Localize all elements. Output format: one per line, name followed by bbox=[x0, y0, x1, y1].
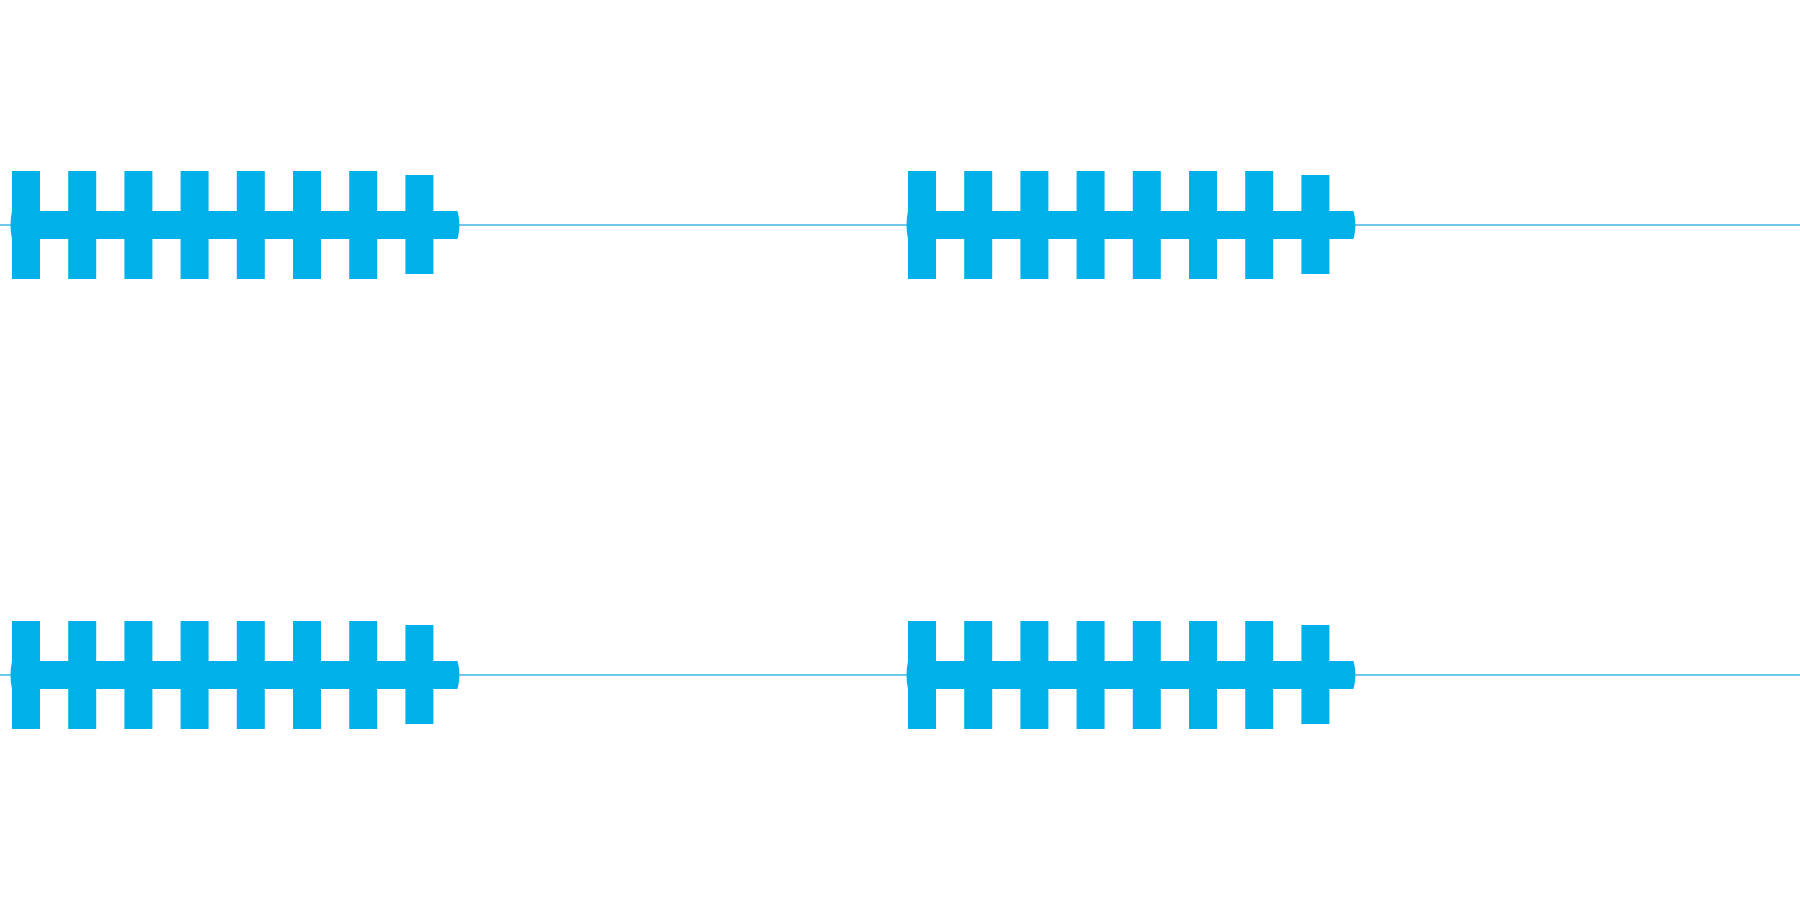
tick-mark bbox=[908, 621, 936, 729]
tick-mark bbox=[236, 621, 265, 729]
tick-mark bbox=[1189, 171, 1217, 279]
tick-mark bbox=[1301, 625, 1330, 724]
tick-mark bbox=[180, 171, 209, 279]
pattern-rows bbox=[0, 171, 1800, 729]
tick-mark bbox=[12, 171, 40, 279]
tick-mark bbox=[1076, 171, 1105, 279]
tick-group bbox=[906, 171, 1356, 279]
tick-bar bbox=[906, 661, 1356, 689]
tick-group bbox=[10, 621, 460, 729]
tick-mark bbox=[1301, 175, 1330, 274]
tick-mark bbox=[1020, 621, 1049, 729]
tick-mark bbox=[964, 171, 993, 279]
tick-group bbox=[906, 621, 1356, 729]
tick-mark bbox=[1020, 171, 1049, 279]
tick-mark bbox=[236, 171, 265, 279]
tick-mark bbox=[1189, 621, 1217, 729]
tick-mark bbox=[964, 621, 993, 729]
tick-bar bbox=[906, 211, 1356, 239]
tick-mark bbox=[1132, 171, 1161, 279]
tick-mark bbox=[68, 621, 97, 729]
pattern-row bbox=[0, 171, 1800, 279]
tick-bar bbox=[10, 211, 460, 239]
tick-mark bbox=[293, 171, 321, 279]
tick-mark bbox=[12, 621, 40, 729]
tick-group bbox=[10, 171, 460, 279]
tick-mark bbox=[405, 625, 434, 724]
tick-mark bbox=[124, 621, 153, 729]
tick-mark bbox=[349, 621, 378, 729]
tick-bar bbox=[10, 661, 460, 689]
tick-mark bbox=[908, 171, 936, 279]
tick-mark bbox=[1245, 621, 1274, 729]
tick-mark bbox=[293, 621, 321, 729]
pattern-row bbox=[0, 621, 1800, 729]
tick-mark bbox=[124, 171, 153, 279]
tick-mark bbox=[180, 621, 209, 729]
tick-mark bbox=[1076, 621, 1105, 729]
tick-mark bbox=[68, 171, 97, 279]
tick-mark bbox=[1245, 171, 1274, 279]
tick-mark bbox=[405, 175, 434, 274]
tick-mark bbox=[349, 171, 378, 279]
tick-mark bbox=[1132, 621, 1161, 729]
